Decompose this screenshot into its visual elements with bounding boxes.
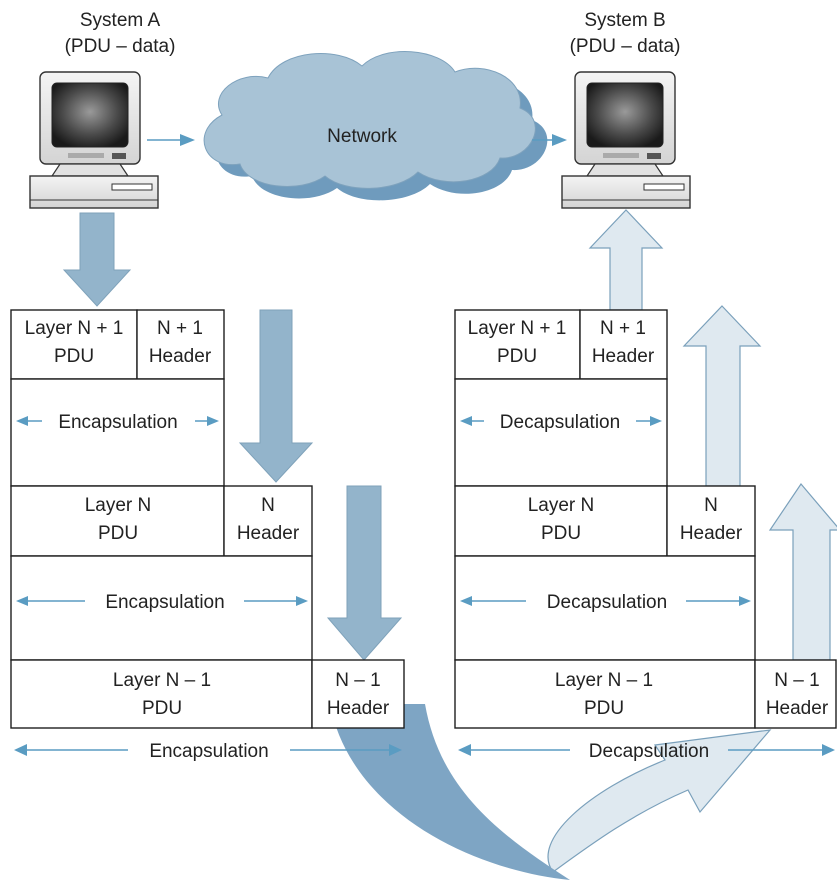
left-n-pdu-line1: Layer N — [85, 495, 152, 516]
system-b-subtitle: (PDU – data) — [570, 36, 681, 57]
down-arrow-1 — [62, 212, 132, 307]
network-label: Network — [327, 126, 397, 147]
down-arrow-2 — [238, 309, 314, 483]
up-arrow-2 — [682, 305, 762, 487]
left-encapsulation-arrow-2 — [16, 596, 308, 606]
right-decapsulation-block-1 — [454, 378, 668, 487]
right-layer-n-minus-1-pdu — [454, 659, 756, 729]
link-a-to-network — [147, 134, 195, 146]
left-encapsulation-arrow-1 — [16, 416, 219, 426]
right-n-pdu-line1: Layer N — [528, 495, 595, 516]
up-arrow-3 — [768, 483, 837, 661]
right-n1-pdu-line1: Layer N + 1 — [468, 318, 567, 339]
right-layer-n-plus-1-header — [579, 309, 668, 380]
left-n-pdu-line2: PDU — [98, 523, 138, 544]
left-encapsulation-block-1 — [10, 378, 225, 487]
left-layer-n-minus-1-pdu — [10, 659, 313, 729]
computer-b-icon — [561, 71, 691, 209]
right-n1-pdu-line2: PDU — [497, 346, 537, 367]
right-nm1-pdu-line1: Layer N – 1 — [555, 670, 653, 691]
left-process-2: Encapsulation — [105, 592, 224, 613]
right-decapsulation-arrow-3 — [458, 744, 835, 756]
right-n1-hdr-line2: Header — [592, 346, 655, 367]
system-a-subtitle: (PDU – data) — [65, 36, 176, 57]
left-n1-pdu-line1: Layer N + 1 — [25, 318, 124, 339]
right-n-hdr-line1: N — [704, 495, 718, 516]
left-encapsulation-arrow-3 — [14, 744, 402, 756]
left-layer-n-plus-1-pdu — [10, 309, 138, 380]
computer-a-icon — [29, 71, 159, 209]
down-arrow-3 — [326, 485, 403, 661]
left-process-1: Encapsulation — [58, 412, 177, 433]
right-decapsulation-arrow-2 — [460, 596, 751, 606]
left-nm1-pdu-line2: PDU — [142, 698, 182, 719]
up-arrow-1 — [588, 209, 664, 311]
right-n-pdu-line2: PDU — [541, 523, 581, 544]
left-encapsulation-block-2 — [10, 555, 313, 661]
right-decapsulation-arrow-1 — [460, 416, 662, 426]
right-process-3: Decapsulation — [589, 741, 709, 762]
right-layer-n-minus-1-header — [754, 659, 837, 729]
left-n1-hdr-line1: N + 1 — [157, 318, 203, 339]
right-n1-hdr-line1: N + 1 — [600, 318, 646, 339]
network-cloud-icon — [203, 51, 548, 201]
left-layer-n-minus-1-header — [311, 659, 405, 729]
left-nm1-hdr-line2: Header — [327, 698, 390, 719]
transfer-swoosh-icon — [330, 704, 772, 880]
left-nm1-pdu-line1: Layer N – 1 — [113, 670, 211, 691]
right-decapsulation-block-2 — [454, 555, 756, 661]
left-n1-hdr-line2: Header — [149, 346, 212, 367]
right-layer-n-plus-1-pdu — [454, 309, 581, 380]
system-a-title: System A — [80, 10, 161, 31]
right-process-2: Decapsulation — [547, 592, 667, 613]
right-n-hdr-line2: Header — [680, 523, 743, 544]
right-process-1: Decapsulation — [500, 412, 620, 433]
right-nm1-hdr-line1: N – 1 — [774, 670, 819, 691]
left-n-hdr-line2: Header — [237, 523, 300, 544]
link-network-to-b — [532, 134, 567, 146]
right-nm1-pdu-line2: PDU — [584, 698, 624, 719]
left-n1-pdu-line2: PDU — [54, 346, 94, 367]
left-layer-n-plus-1-header — [136, 309, 225, 380]
left-nm1-hdr-line1: N – 1 — [335, 670, 380, 691]
right-nm1-hdr-line2: Header — [766, 698, 829, 719]
left-n-hdr-line1: N — [261, 495, 275, 516]
system-b-title: System B — [584, 10, 665, 31]
left-process-3: Encapsulation — [149, 741, 268, 762]
right-layer-n-pdu — [454, 485, 668, 557]
